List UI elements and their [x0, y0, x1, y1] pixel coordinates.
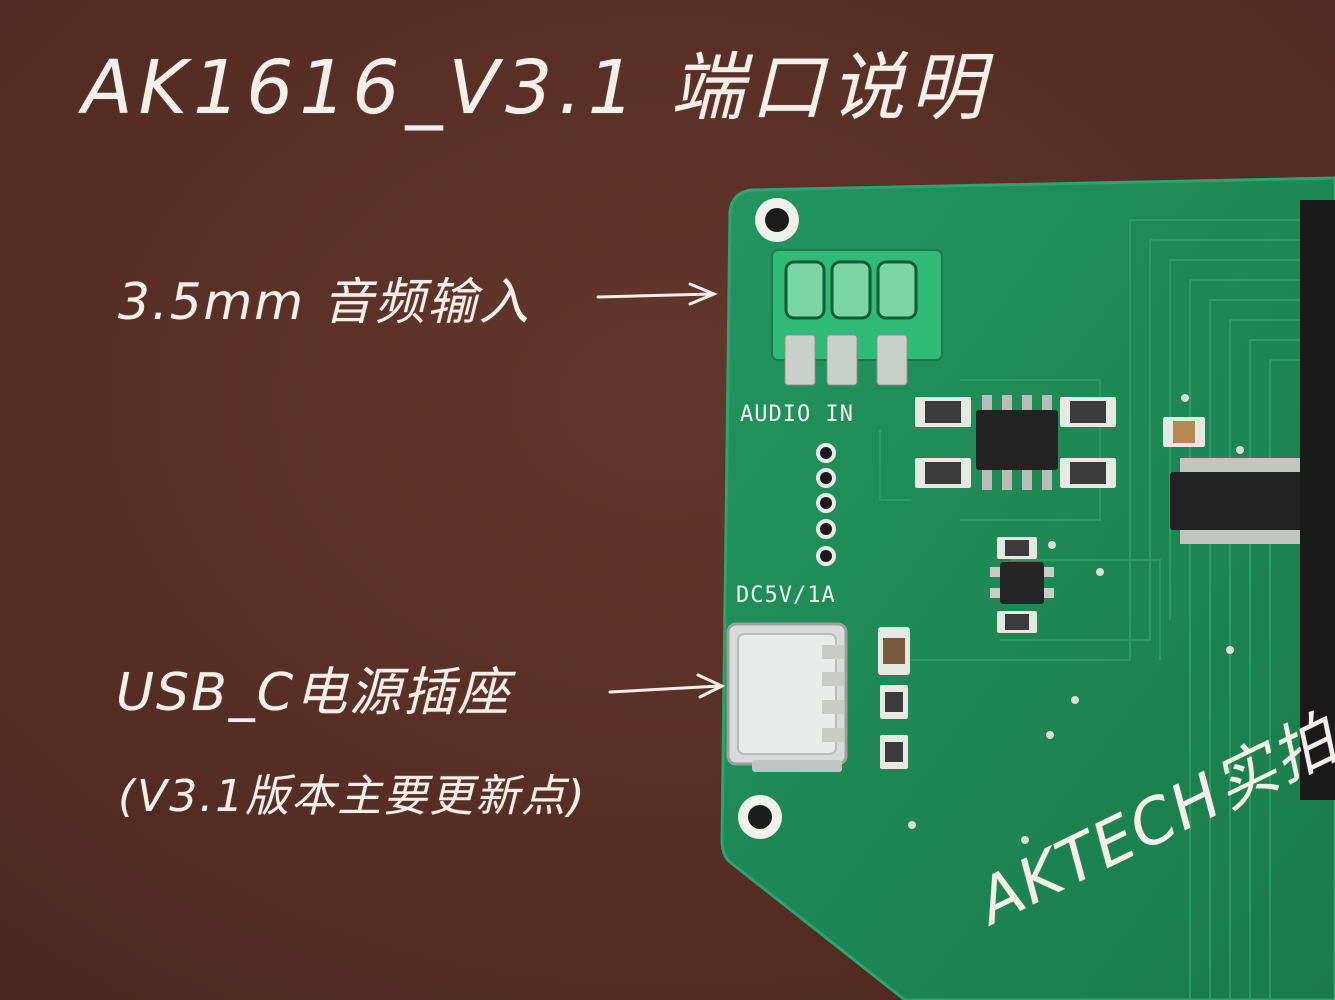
usb-power-label: USB_C电源插座: [116, 663, 512, 723]
ic-chip-tssop: [1170, 458, 1310, 544]
mounting-hole-top: [755, 198, 799, 242]
ic-chip-soic8: [976, 395, 1058, 490]
usb-c-connector: [726, 622, 848, 772]
mounting-hole-bottom: [738, 795, 782, 839]
silkscreen-audio-in: AUDIO IN: [740, 402, 854, 427]
arrow-to-usb-c: [608, 673, 726, 699]
edge-connector: [1300, 200, 1335, 800]
pin-header: [816, 443, 836, 566]
sot-regulator: [990, 562, 1054, 604]
audio-input-label: 3.5mm 音频输入: [118, 273, 531, 331]
vias: [908, 394, 1244, 844]
arrow-to-audio-jack: [596, 282, 718, 306]
handwritten-title: AK1616_V3.1 端口说明: [82, 45, 991, 131]
smd-components: [878, 397, 1205, 769]
usb-power-note: (V3.1版本主要更新点): [118, 771, 587, 822]
silkscreen-power-rating: DC5V/1A: [736, 583, 836, 608]
audio-jack-connector: [771, 249, 943, 386]
